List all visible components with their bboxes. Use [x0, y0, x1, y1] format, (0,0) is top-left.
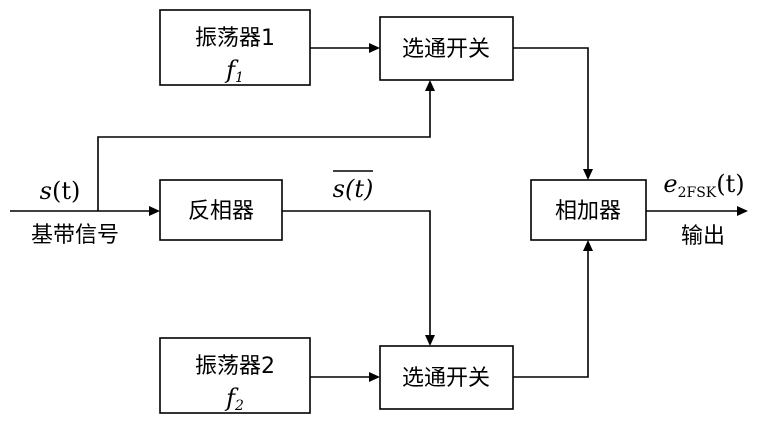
inverter-block: 反相器 — [159, 179, 283, 241]
selector-switch-1-box — [379, 16, 514, 81]
inverter-to-switch-2-line — [282, 210, 431, 338]
oscillator-1-block: 振荡器1 f1 — [159, 9, 311, 86]
inverter-to-switch-2-arrowhead — [425, 335, 435, 346]
input-signal-label: s(t) — [40, 177, 81, 205]
selector-switch-1-block: 选通开关 — [379, 16, 514, 81]
output-arrowhead — [737, 206, 748, 216]
switch-2-to-adder-line — [513, 248, 589, 378]
oscillator-2-block: 振荡器2 f2 — [159, 337, 311, 414]
oscillator-2-box — [159, 337, 311, 414]
inverter-label: 反相器 — [188, 199, 254, 224]
selector-switch-2-box — [379, 345, 514, 410]
output-signal-label: e2FSK(t) — [663, 170, 744, 201]
selector-switch-2-block: 选通开关 — [379, 345, 514, 410]
adder-label: 相加器 — [555, 199, 621, 224]
input-to-switch-1-arrowhead — [425, 80, 435, 91]
input-branch-to-switch-1 — [97, 88, 431, 211]
output-caption: 输出 — [681, 224, 725, 249]
adder-box — [530, 179, 647, 241]
selector-switch-1-label: 选通开关 — [402, 37, 490, 62]
oscillator-1-box — [159, 9, 311, 86]
selector-switch-2-label: 选通开关 — [402, 366, 490, 391]
oscillator-1-to-switch-1-arrowhead — [369, 43, 380, 53]
inverted-signal-text: s(t) — [333, 175, 374, 203]
switch-1-to-adder-arrowhead — [583, 169, 593, 180]
connections — [10, 43, 748, 382]
baseband-signal-caption: 基带信号 — [31, 223, 119, 248]
adder-block: 相加器 — [530, 179, 647, 241]
oscillator-2-to-switch-2-arrowhead — [369, 372, 380, 382]
switch-1-to-adder-line — [513, 47, 589, 172]
inverter-box — [159, 179, 283, 241]
oscillator-2-label: 振荡器2 — [195, 354, 275, 379]
input-to-inverter-arrowhead — [149, 206, 160, 216]
switch-2-to-adder-arrowhead — [583, 240, 593, 251]
oscillator-1-label: 振荡器1 — [195, 26, 275, 51]
inverted-signal-label: s(t) — [333, 170, 374, 203]
